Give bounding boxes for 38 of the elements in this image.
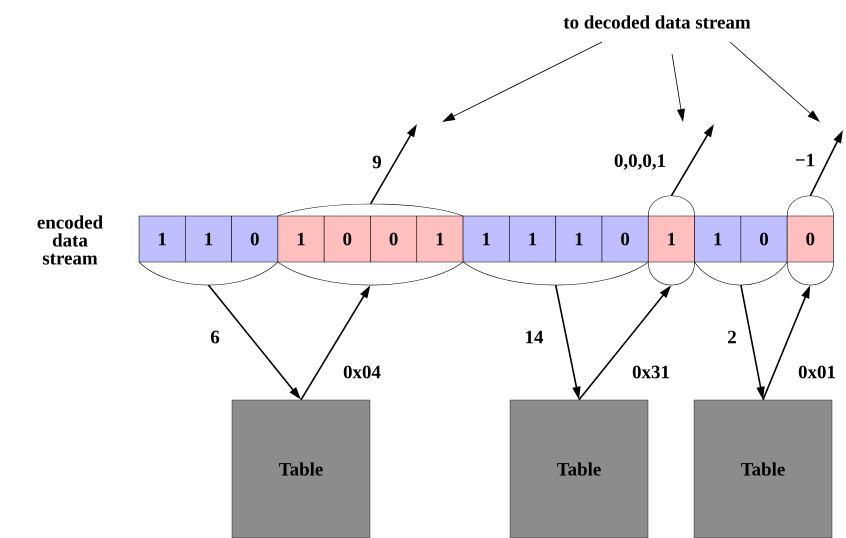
edge-label: 6	[210, 330, 220, 344]
bracket-arc	[648, 195, 695, 216]
bracket-arc	[462, 262, 649, 286]
bit-cell: 0	[370, 216, 418, 262]
bit-cell: 1	[555, 216, 602, 262]
bit-cell: 0	[231, 216, 278, 262]
edge-label: 9	[372, 156, 382, 168]
bit-cell: 0	[324, 216, 371, 262]
bit-cell: 1	[694, 216, 742, 262]
edge-label: 0x04	[344, 366, 381, 378]
edge-label: 0x31	[632, 366, 669, 378]
bracket-arc	[694, 262, 788, 286]
bit-cell: 1	[138, 216, 186, 262]
bracket-arc	[786, 195, 834, 216]
bit-cell: 1	[509, 216, 556, 262]
bit-cell: 0	[740, 216, 788, 262]
bit-cell: 0	[786, 216, 834, 262]
bracket-arc	[786, 262, 834, 286]
edge-label: 0x01	[798, 366, 835, 378]
bit-cell: 1	[278, 216, 324, 262]
stream-label: encoded data stream	[38, 215, 103, 265]
bracket-arc	[138, 262, 278, 286]
bit-cell: 1	[648, 216, 695, 262]
edge-label: 0,0,0,1	[614, 154, 666, 170]
edge-label: −1	[796, 154, 814, 166]
bit-cell: 1	[185, 216, 232, 262]
edge-label: 14	[526, 330, 544, 344]
bit-cell: 1	[462, 216, 510, 262]
bracket-arc	[278, 204, 464, 216]
table-box: Table	[232, 400, 370, 538]
table-box: Table	[510, 400, 648, 538]
heading-text: to decoded data stream	[564, 15, 750, 29]
edge-label: 2	[728, 330, 736, 344]
table-box: Table	[694, 400, 832, 538]
bracket-arc	[648, 262, 695, 286]
bit-cell: 0	[602, 216, 649, 262]
bracket-arc	[278, 262, 464, 286]
bit-cell: 1	[416, 216, 464, 262]
